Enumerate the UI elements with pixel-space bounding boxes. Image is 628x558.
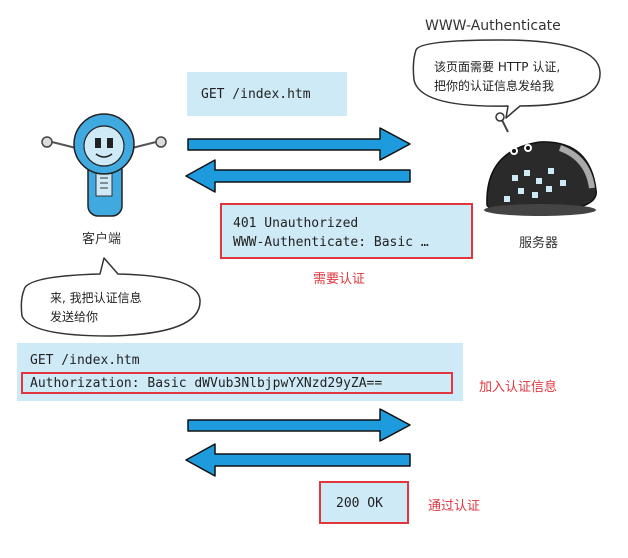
authorization-header-highlight: Authorization: Basic dWVub3NlbjpwYXNzd29… xyxy=(21,372,453,394)
arrow-response-1 xyxy=(185,159,411,193)
response-1-message: 401 Unauthorized WWW-Authenticate: Basic… xyxy=(220,203,473,259)
client-speech-line-1: 来, 我把认证信息 xyxy=(50,291,142,305)
response-1-header: WWW-Authenticate: Basic … xyxy=(233,235,429,250)
response-2-status: 200 OK xyxy=(336,496,383,511)
request-1-line: GET /index.htm xyxy=(201,87,311,102)
server-robot-icon xyxy=(484,112,597,216)
request-2-line: GET /index.htm xyxy=(30,353,140,368)
server-label: 服务器 xyxy=(519,236,559,251)
annotation-add-credentials: 加入认证信息 xyxy=(479,380,558,395)
response-2-message: 200 OK xyxy=(319,481,409,524)
client-speech-line-2: 发送给你 xyxy=(50,310,99,324)
server-speech-bubble xyxy=(412,39,601,119)
request-2-authorization: Authorization: Basic dWVub3NlbjpwYXNzd29… xyxy=(30,376,383,391)
annotation-auth-required: 需要认证 xyxy=(313,272,366,287)
client-robot-icon xyxy=(41,113,167,217)
server-speech-line-2: 把你的认证信息发给我 xyxy=(434,79,555,93)
www-authenticate-heading: WWW-Authenticate xyxy=(425,18,561,34)
response-1-status: 401 Unauthorized xyxy=(233,216,359,231)
request-1-message: GET /index.htm xyxy=(187,72,347,116)
annotation-auth-passed: 通过认证 xyxy=(428,499,481,514)
arrow-request-1 xyxy=(187,127,411,161)
client-speech-bubble xyxy=(20,257,201,337)
arrow-request-2 xyxy=(187,408,411,442)
server-speech-line-1: 该页面需要 HTTP 认证, xyxy=(434,60,561,74)
arrow-response-2 xyxy=(185,443,411,477)
client-label: 客户端 xyxy=(82,232,122,247)
